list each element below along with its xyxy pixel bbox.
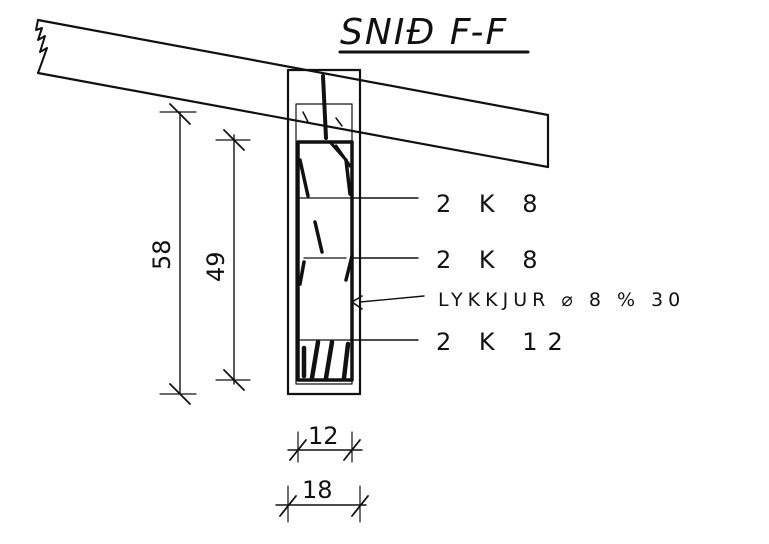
section-title: SNIÐ F-F [340, 12, 508, 53]
label-bottom-bars: 2 K 12 [436, 328, 573, 356]
arrow-icon [351, 295, 363, 310]
dimension-49-text: 49 [202, 251, 230, 282]
top-bars [298, 158, 352, 198]
dimension-total-height: 58 [148, 103, 197, 405]
middle-bars [298, 254, 354, 286]
dimension-12-text: 12 [308, 422, 339, 450]
beam-outline [286, 68, 362, 396]
dimension-total-width: 18 [275, 476, 369, 523]
dimension-inner-height: 49 [202, 129, 251, 391]
break-line-icon [35, 19, 48, 74]
label-middle-bars: 2 K 8 [436, 246, 548, 274]
dimension-inner-width: 12 [287, 422, 363, 463]
leader-lines [349, 197, 425, 341]
label-top-bars: 2 K 8 [436, 190, 548, 218]
label-stirrups: LYKKJUR ⌀ 8 % 30 [438, 289, 685, 311]
bottom-bars [301, 339, 351, 381]
roof-slab [35, 18, 550, 169]
dimension-58-text: 58 [148, 239, 176, 270]
dimension-18-text: 18 [302, 476, 333, 504]
stirrup [296, 140, 354, 382]
